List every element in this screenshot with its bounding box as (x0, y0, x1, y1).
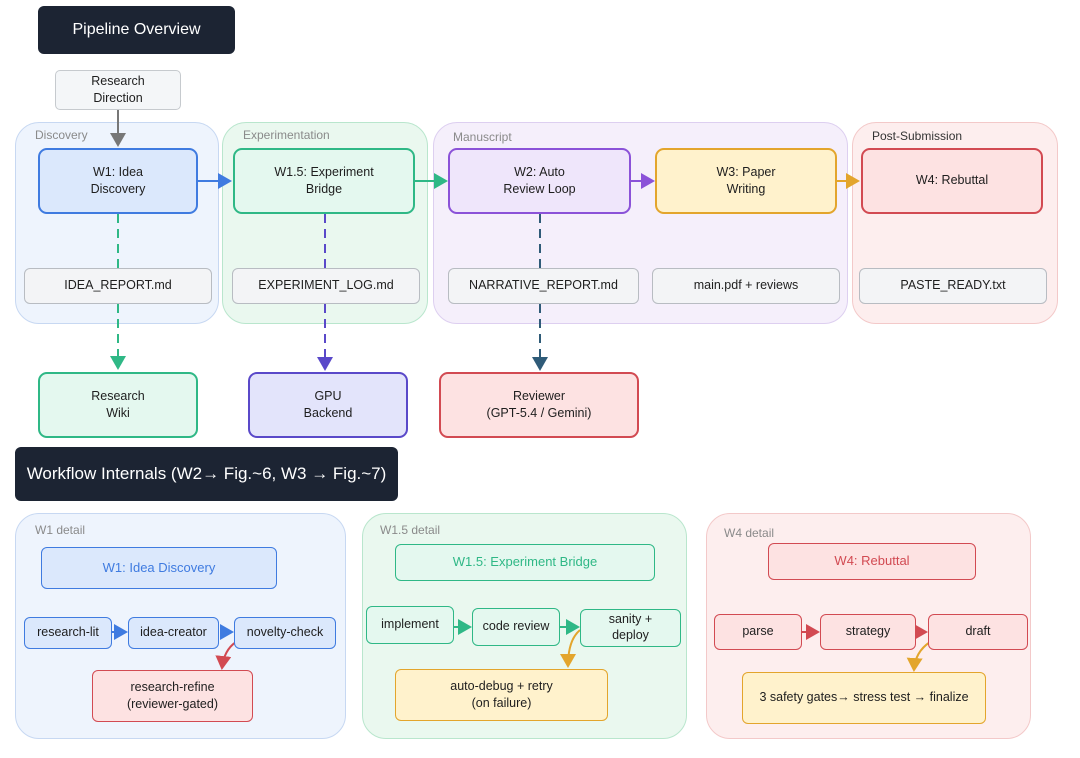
w4-finalize: 3 safety gates→ stress test → finalize (742, 672, 986, 724)
node-w4-rebuttal: W4: Rebuttal (861, 148, 1043, 214)
group-label-w15-detail: W1.5 detail (380, 523, 441, 537)
w1-detail-title: W1: Idea Discovery (41, 547, 277, 589)
node-w15-experiment-bridge: W1.5: Experiment Bridge (233, 148, 415, 214)
artifact-narrative-report: NARRATIVE_REPORT.md (448, 268, 639, 304)
w1-idea-creator: idea-creator (128, 617, 219, 649)
node-reviewer: Reviewer (GPT-5.4 / Gemini) (439, 372, 639, 438)
workflow-internals-banner: Workflow Internals (W2→ Fig.~6, W3 → Fig… (15, 447, 398, 501)
group-label-manuscript: Manuscript (453, 130, 512, 144)
artifact-idea-report: IDEA_REPORT.md (24, 268, 212, 304)
artifact-experiment-log: EXPERIMENT_LOG.md (232, 268, 420, 304)
w15-code-review: code review (472, 608, 560, 646)
edge-draft-to-finalize (906, 641, 931, 672)
w1-novelty-check: novelty-check (234, 617, 336, 649)
node-gpu-backend: GPU Backend (248, 372, 408, 438)
group-label-post-submission: Post-Submission (872, 129, 963, 143)
w1-research-refine: research-refine (reviewer-gated) (92, 670, 253, 722)
w15-auto-debug: auto-debug + retry (on failure) (395, 669, 608, 721)
pipeline-overview-banner: Pipeline Overview (38, 6, 235, 54)
group-label-w1-detail: W1 detail (35, 523, 86, 537)
node-research-wiki: Research Wiki (38, 372, 198, 438)
node-w1-idea-discovery: W1: Idea Discovery (38, 148, 198, 214)
node-w3-paper-writing: W3: Paper Writing (655, 148, 837, 214)
edge-sanity-to-autodebug (560, 629, 581, 668)
w15-detail-title: W1.5: Experiment Bridge (395, 544, 655, 581)
group-label-experimentation: Experimentation (243, 128, 330, 142)
w15-implement: implement (366, 606, 454, 644)
group-label-discovery: Discovery (35, 128, 88, 142)
node-w2-auto-review-loop: W2: Auto Review Loop (448, 148, 631, 214)
artifact-main-pdf: main.pdf + reviews (652, 268, 840, 304)
group-label-w4-detail: W4 detail (724, 526, 775, 540)
w4-strategy: strategy (820, 614, 916, 650)
w1-research-lit: research-lit (24, 617, 112, 649)
w4-parse: parse (714, 614, 802, 650)
artifact-paste-ready: PASTE_READY.txt (859, 268, 1047, 304)
node-research-direction: Research Direction (55, 70, 181, 110)
w15-sanity-deploy: sanity + deploy (580, 609, 681, 647)
w4-draft: draft (928, 614, 1028, 650)
w4-detail-title: W4: Rebuttal (768, 543, 976, 580)
